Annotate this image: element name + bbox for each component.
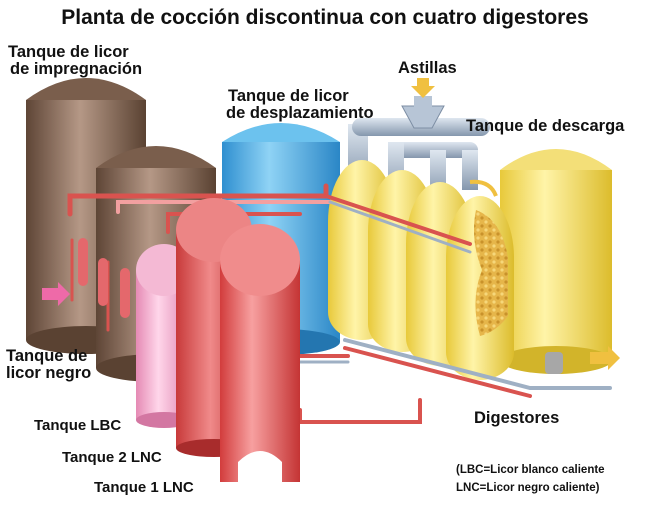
displacement-tank-label-line2: de desplazamiento <box>226 104 374 123</box>
displacement-tank-label: Tanque de licor de desplazamiento <box>226 87 374 123</box>
legend-lnc: LNC=Licor negro caliente) <box>456 481 600 494</box>
page-title: Planta de cocción discontinua con cuatro… <box>61 6 589 29</box>
impregnation-tank-label-line2: de impregnación <box>10 60 143 79</box>
chips-label: Astillas <box>398 59 457 77</box>
discharge-tank-label: Tanque de descarga <box>466 117 625 135</box>
black-liquor-tank-label-line1: Tanque de <box>6 347 88 365</box>
impregnation-tank-label: Tanque de licor de impregnación <box>8 43 143 79</box>
legend-lbc: (LBC=Licor blanco caliente <box>456 464 605 476</box>
lnc1-tank-label: Tanque 1 LNC <box>94 479 194 496</box>
inlet-arrow <box>42 282 70 306</box>
digesters-group <box>328 160 514 380</box>
abbreviation-legend: (LBC=Licor blanco caliente LNC=Licor neg… <box>456 462 605 498</box>
impregnation-tank-label-line1: Tanque de licor <box>8 43 129 61</box>
lnc1-tank <box>220 224 300 482</box>
black-liquor-tank-label: Tanque de licor negro <box>6 347 92 383</box>
lbc-tank-label: Tanque LBC <box>34 417 122 434</box>
lnc2-tank-label: Tanque 2 LNC <box>62 449 162 466</box>
displacement-tank-label-line1: Tanque de licor <box>228 87 349 105</box>
digesters-label: Digestores <box>474 409 560 427</box>
black-liquor-tank-label-line2: licor negro <box>6 364 92 383</box>
discharge-tank <box>500 149 620 374</box>
